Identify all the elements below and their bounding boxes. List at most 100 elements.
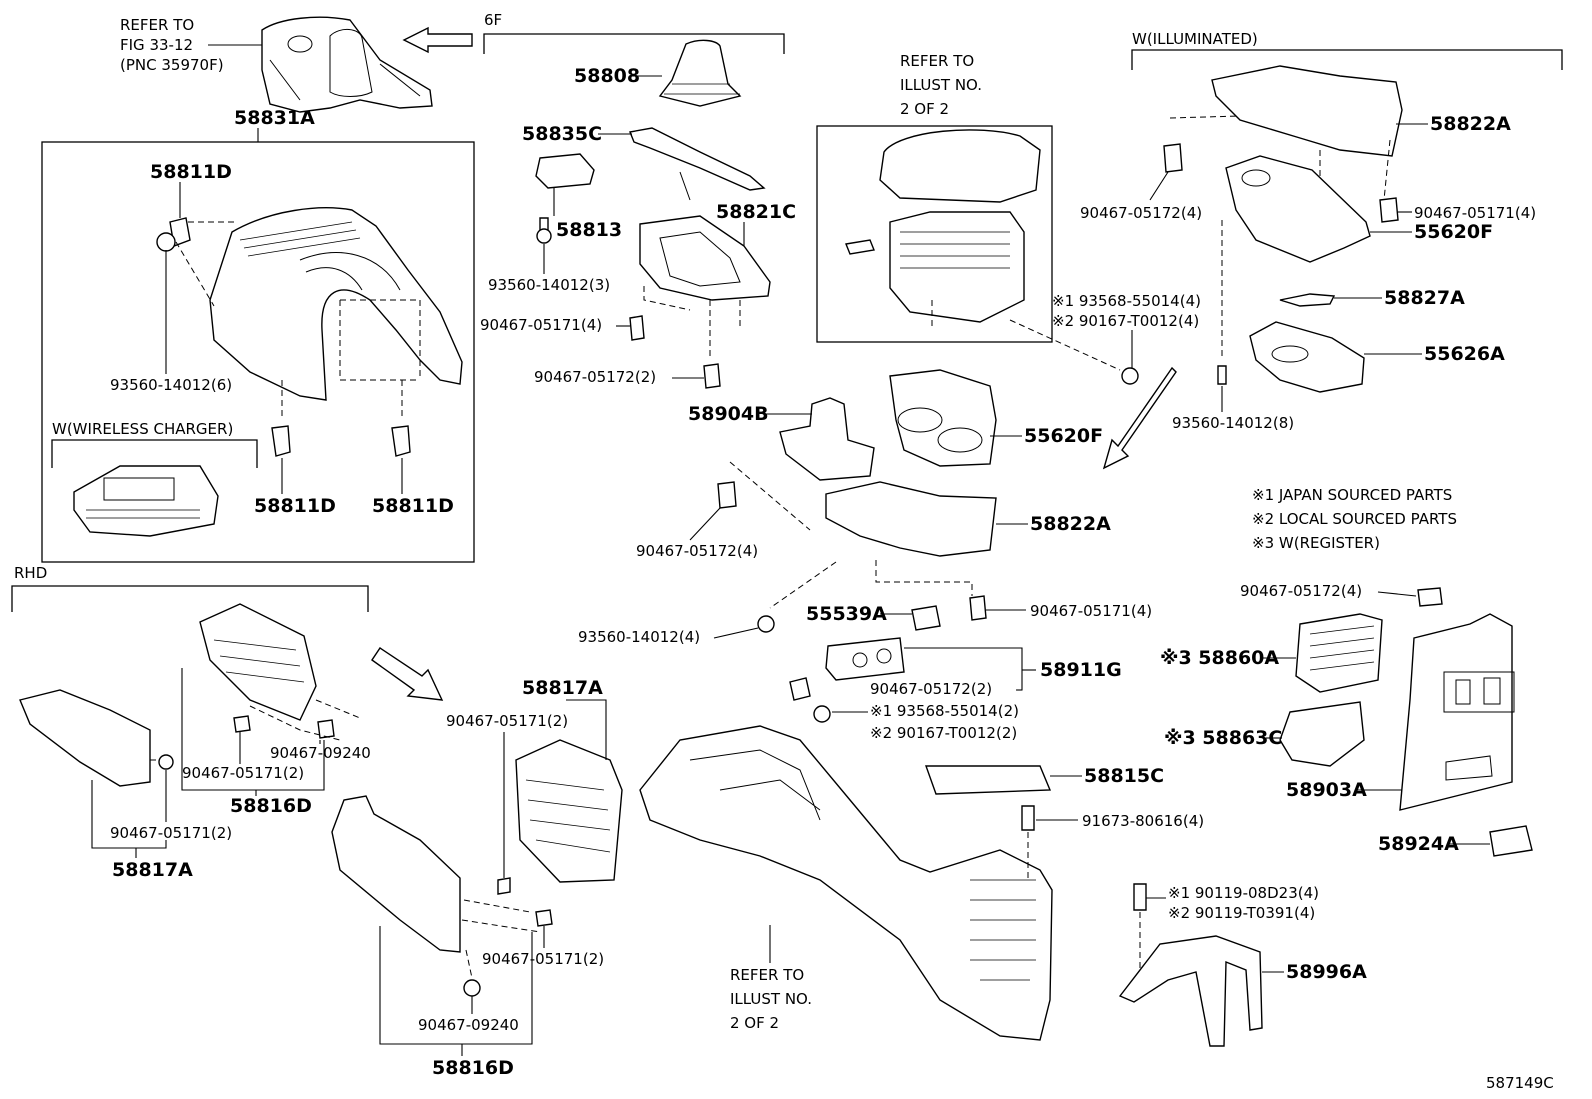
part-58924A-cover <box>1489 825 1533 857</box>
figure-id: 587149C <box>1486 1074 1554 1092</box>
callout-58816D-bottom: 58816D <box>432 1057 514 1079</box>
callout-55539A: 55539A <box>806 603 887 625</box>
ref-fig-line3: (PNC 35970F) <box>120 56 224 74</box>
callout-58811D-right: 58811D <box>372 495 454 517</box>
callout-93560-14012-3: 93560-14012(3) <box>488 276 610 294</box>
part-55620F-holder-mid <box>889 369 997 467</box>
part-58827A-pad <box>1279 293 1336 307</box>
legend-item-2: ※2 LOCAL SOURCED PARTS <box>1252 510 1457 528</box>
callout-93568-55014-2: ※1 93568-55014(2) <box>870 702 1019 720</box>
part-58860A-register <box>1295 613 1383 693</box>
callout-90467-05171-2-d: 90467-05171(2) <box>482 950 604 968</box>
callout-90467-05172-4-c: 90467-05172(4) <box>1240 582 1362 600</box>
ref-fig-line2: FIG 33-12 <box>120 36 193 54</box>
callout-90467-05172-4-a: 90467-05172(4) <box>636 542 758 560</box>
legend: ※1 JAPAN SOURCED PARTS ※2 LOCAL SOURCED … <box>1252 486 1457 552</box>
part-58815C-mat <box>925 765 1052 795</box>
callout-90467-05172-4-b: 90467-05172(4) <box>1080 204 1202 222</box>
part-58996A-bracket <box>1118 883 1263 1047</box>
callout-90119-08D23-4: ※1 90119-08D23(4) <box>1168 884 1319 902</box>
part-58817A-mid-panel <box>497 739 623 895</box>
callout-55620F-mid: 55620F <box>1024 425 1103 447</box>
label-w-wireless-charger: W(WIRELESS CHARGER) <box>52 420 233 438</box>
legend-item-1: ※1 JAPAN SOURCED PARTS <box>1252 486 1452 504</box>
callout-91673-80616-4: 91673-80616(4) <box>1082 812 1204 830</box>
part-shift-panel-ref <box>261 16 433 113</box>
arrow-left-top <box>402 26 473 54</box>
callout-58811D-left: 58811D <box>254 495 336 517</box>
part-console-box <box>639 725 1053 1041</box>
callout-58817A-mid: 58817A <box>522 677 603 699</box>
callout-58924A: 58924A <box>1378 833 1459 855</box>
legend-item-3: ※3 W(REGISTER) <box>1252 534 1380 552</box>
callout-58904B: 58904B <box>688 403 769 425</box>
callout-90467-05171-2-c: 90467-05171(2) <box>110 824 232 842</box>
ref-illust-bottom: REFER TO ILLUST NO. 2 OF 2 <box>730 925 812 1032</box>
callout-90467-09240-b: 90467-09240 <box>418 1016 519 1034</box>
bracket-wireless-charger <box>51 439 258 468</box>
part-55626A-holder <box>1217 220 1365 393</box>
part-58816D-lower-panel <box>331 795 553 997</box>
callout-90167-T0012-4: ※2 90167-T0012(4) <box>1052 312 1199 330</box>
callout-58822A-top: 58822A <box>1430 113 1511 135</box>
callout-90467-05171-4-b: 90467-05171(4) <box>1030 602 1152 620</box>
part-58821C-bezel <box>629 215 771 389</box>
part-console-lid <box>845 129 1139 385</box>
part-58808-boot <box>658 39 742 107</box>
arrow-down-right <box>371 647 444 701</box>
bracket-6f <box>483 33 785 54</box>
callout-55620F-top: 55620F <box>1414 221 1493 243</box>
callout-90167-T0012-2: ※2 90167-T0012(2) <box>870 724 1017 742</box>
callout-58808: 58808 <box>574 65 640 87</box>
part-58835C-trim <box>629 127 766 201</box>
label-w-illuminated: W(ILLUMINATED) <box>1132 30 1258 48</box>
part-wireless-charger <box>73 465 219 537</box>
callout-58903A: 58903A <box>1286 779 1367 801</box>
callout-58816D-left: 58816D <box>230 795 312 817</box>
part-58904B-tray <box>779 397 875 481</box>
part-58903A-panel <box>1399 587 1515 811</box>
callout-58996A: 58996A <box>1286 961 1367 983</box>
part-58816D-upper <box>199 603 361 741</box>
part-58817A-left-panel <box>19 689 174 787</box>
part-58822A-mid <box>717 461 997 633</box>
callout-58831A: 58831A <box>234 107 315 129</box>
callout-58813: 58813 <box>556 219 622 241</box>
bracket-illuminated <box>1131 49 1563 70</box>
callout-90467-05171-2-a: 90467-05171(2) <box>446 712 568 730</box>
callout-55626A: 55626A <box>1424 343 1505 365</box>
bracket-rhd <box>11 585 369 612</box>
part-58822A-top <box>1163 65 1403 223</box>
ref-fig-line1: REFER TO <box>120 16 194 34</box>
callout-58817A-left: 58817A <box>112 859 193 881</box>
callout-90119-T0391-4: ※2 90119-T0391(4) <box>1168 904 1315 922</box>
callout-58811D-top: 58811D <box>150 161 232 183</box>
ref-illust-bottom-line1: REFER TO <box>730 966 804 984</box>
ref-illust-bottom-line2: ILLUST NO. <box>730 990 812 1008</box>
callout-58863C: ※3 58863C <box>1164 727 1282 749</box>
part-58831A-panel <box>209 207 463 401</box>
callout-90467-05171-4-c: 90467-05171(4) <box>1414 204 1536 222</box>
box-console-lid <box>816 125 1053 343</box>
callout-90467-05172-2-a: 90467-05172(2) <box>534 368 656 386</box>
callout-93560-14012-6: 93560-14012(6) <box>110 376 232 394</box>
part-58863C-pocket <box>1279 701 1365 767</box>
part-screw-91673 <box>1021 805 1035 880</box>
ref-illust-top: REFER TO ILLUST NO. 2 OF 2 <box>900 52 982 118</box>
ref-illust-top-line3: 2 OF 2 <box>900 100 949 118</box>
part-clips-left <box>156 217 411 457</box>
callout-90467-09240-a: 90467-09240 <box>270 744 371 762</box>
callout-58835C: 58835C <box>522 123 602 145</box>
callout-58911G: 58911G <box>1040 659 1122 681</box>
callout-58815C: 58815C <box>1084 765 1164 787</box>
callout-93568-55014-4: ※1 93568-55014(4) <box>1052 292 1201 310</box>
part-58813-switch <box>535 153 595 244</box>
callout-93560-14012-8: 93560-14012(8) <box>1172 414 1294 432</box>
ref-illust-top-line2: ILLUST NO. <box>900 76 982 94</box>
ref-illust-top-line1: REFER TO <box>900 52 974 70</box>
part-55620F-top <box>1225 155 1371 263</box>
callout-58821C: 58821C <box>716 201 796 223</box>
callout-58827A: 58827A <box>1384 287 1465 309</box>
callout-58822A-mid: 58822A <box>1030 513 1111 535</box>
